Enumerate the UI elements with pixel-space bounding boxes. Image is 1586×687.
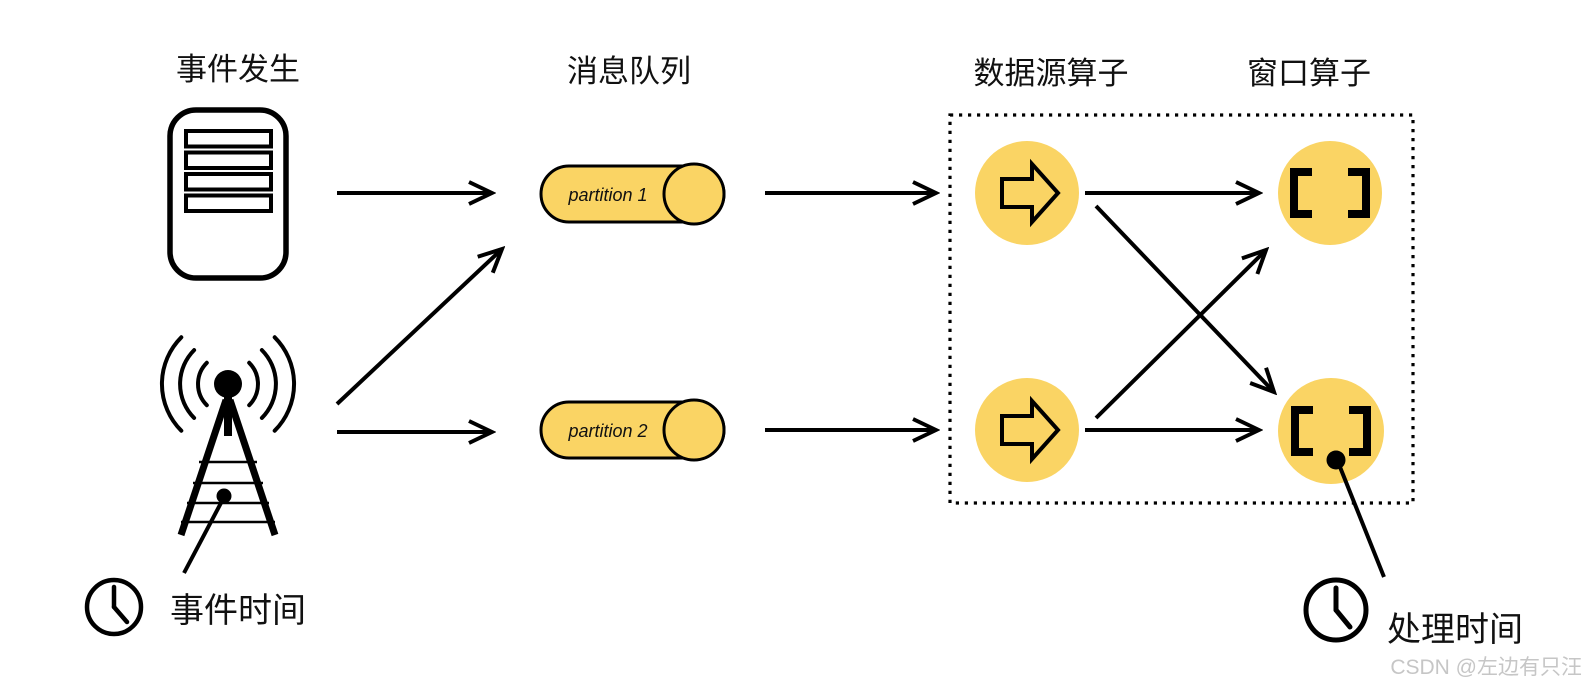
partition-2-label: partition 2: [567, 421, 647, 441]
title-source-operator: 数据源算子: [974, 56, 1129, 91]
cylinder-cap: [662, 162, 726, 226]
queue-partition-1: partition 1: [539, 162, 726, 226]
arrow-right-icon: [1000, 395, 1061, 465]
event-time-pointer-line: [182, 500, 224, 574]
brackets-icon: [1291, 406, 1371, 456]
cylinder-cap: [662, 398, 726, 462]
operators-dotted-box: [948, 113, 1415, 505]
title-window-operator: 窗口算子: [1247, 56, 1371, 91]
event-time-label: 事件时间: [170, 592, 306, 630]
event-time-anchor-dot: [216, 488, 232, 504]
source-operator-1: [975, 141, 1079, 245]
processing-time-clock-icon: [1303, 577, 1369, 643]
window-operator-2: [1278, 378, 1384, 484]
processing-time-anchor-dot: [1326, 450, 1346, 470]
radio-tower-icon: [159, 335, 297, 574]
source-operator-2: [975, 378, 1079, 482]
title-event-source: 事件发生: [176, 52, 300, 87]
queue-partition-2: partition 2: [539, 398, 726, 462]
server-icon: [167, 107, 289, 281]
processing-time-pointer-line: [1338, 466, 1386, 578]
arrow-source1-to-window2: [1094, 204, 1274, 392]
window-operator-1: [1278, 141, 1382, 245]
arrow-right-icon: [1000, 158, 1061, 228]
arrow-tower-to-partition1: [335, 249, 502, 406]
title-message-queue: 消息队列: [567, 54, 691, 89]
brackets-icon: [1290, 168, 1370, 218]
event-time-clock-icon: [84, 577, 144, 637]
processing-time-label: 处理时间: [1387, 611, 1523, 649]
watermark-text: CSDN @左边有只汪: [1390, 656, 1582, 679]
arrow-source2-to-window1: [1094, 250, 1266, 420]
partition-1-label: partition 1: [567, 185, 647, 205]
